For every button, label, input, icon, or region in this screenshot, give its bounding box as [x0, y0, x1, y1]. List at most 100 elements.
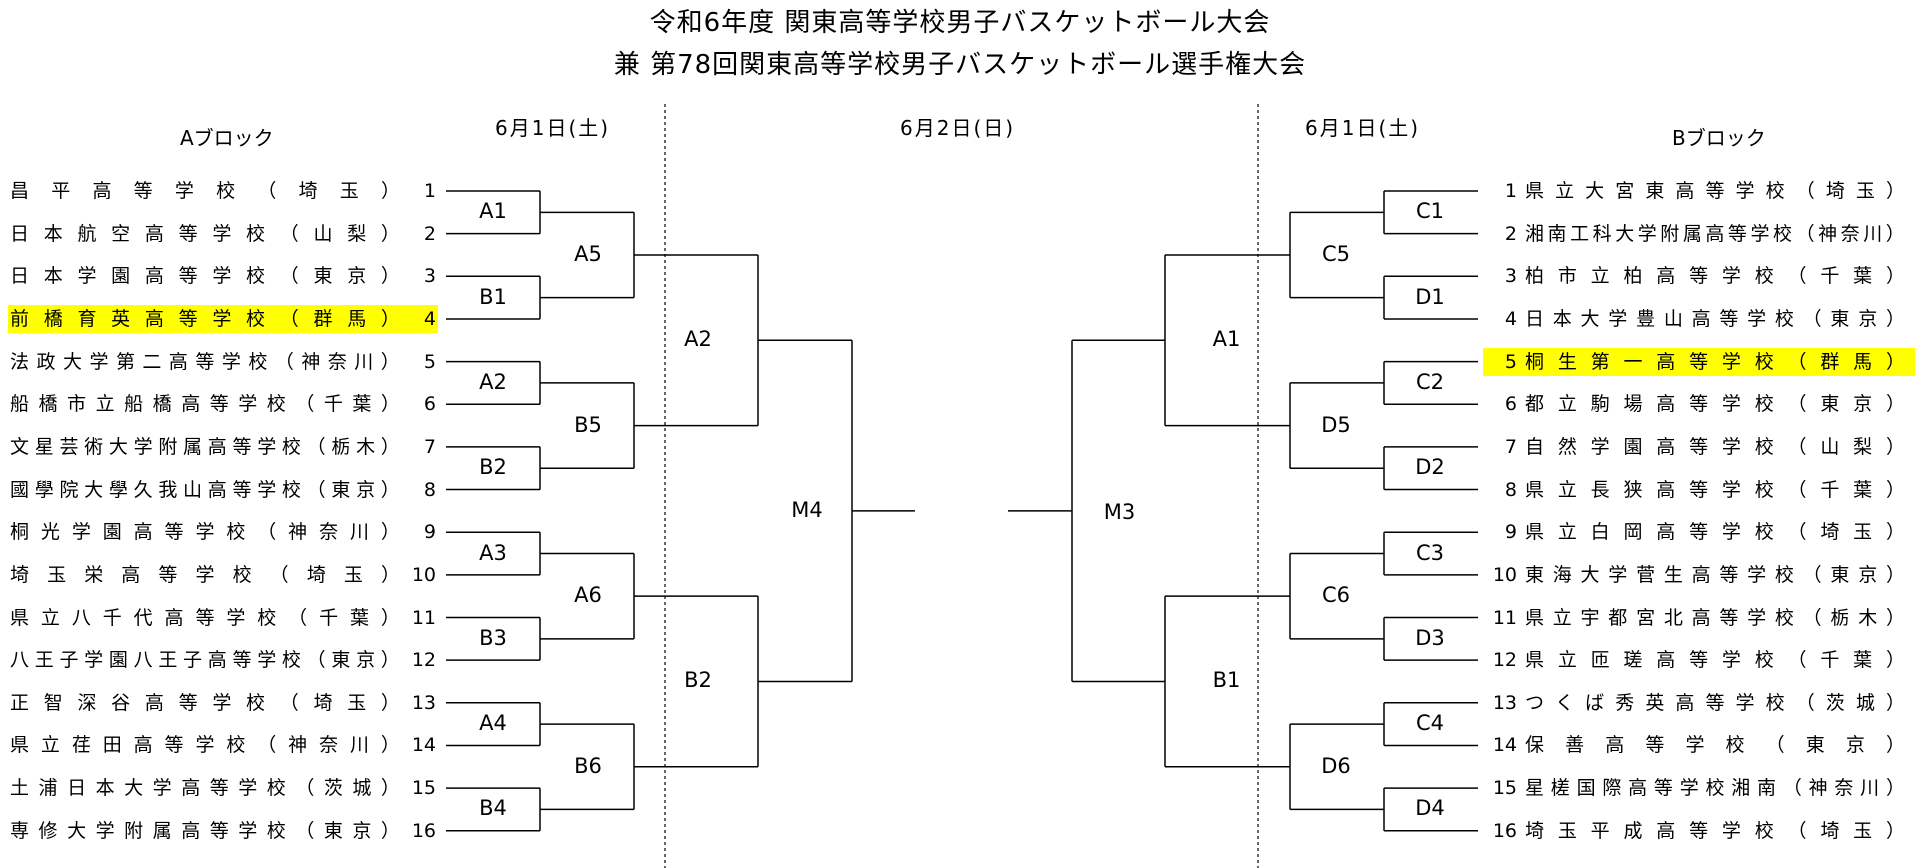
left-r1-code: A4	[479, 711, 507, 736]
right-r1-code: D4	[1415, 796, 1445, 821]
team-name: 法政大学第二高等学校（神奈川）	[10, 350, 400, 373]
block-b-team-row: 8 県立長狭高等学校（千葉）	[1483, 476, 1915, 504]
right-r2-code: D6	[1321, 753, 1351, 778]
team-seed-number: 8	[423, 478, 436, 501]
team-name: 昌平高等学校（埼玉）	[10, 180, 400, 202]
right-r3-code: B1	[1212, 668, 1241, 693]
title-line-1: 令和6年度 関東高等学校男子バスケットボール大会	[649, 8, 1271, 38]
block-b-team-row: 5 桐生第一高等学校（群馬）	[1483, 347, 1915, 376]
left-r1-code: B4	[479, 796, 507, 821]
right-r2-code: C5	[1321, 241, 1351, 266]
team-seed-number: 1	[423, 180, 436, 202]
right-r1-code: C2	[1415, 369, 1445, 394]
team-seed-number: 6	[1504, 393, 1517, 416]
block-b-label: Bブロック	[1672, 126, 1766, 150]
left-r3-code: A2	[684, 327, 712, 352]
team-seed-number: 2	[1504, 222, 1517, 245]
block-a-team-row: 前橋育英高等学校（群馬） 4	[8, 304, 438, 333]
block-a-team-row: 昌平高等学校（埼玉） 1	[8, 177, 438, 205]
date-center: 6月2日(日)	[900, 116, 1016, 140]
right-r1-code: D1	[1415, 284, 1445, 309]
team-seed-number: 14	[1492, 734, 1517, 757]
team-seed-number: 9	[1504, 521, 1517, 544]
left-r2-code: B6	[574, 753, 602, 778]
team-seed-number: 12	[411, 649, 436, 672]
team-seed-number: 7	[423, 435, 436, 458]
date-left: 6月1日(土)	[495, 116, 611, 140]
block-a-team-row: 土浦日本大学高等学校（茨城） 15	[8, 774, 438, 802]
team-seed-number: 5	[423, 350, 436, 373]
team-seed-number: 16	[1492, 819, 1517, 842]
team-seed-number: 10	[1492, 563, 1517, 586]
left-r1-code: A2	[479, 369, 507, 394]
team-seed-number: 12	[1492, 649, 1517, 672]
block-a-team-row: 文星芸術大学附属高等学校（栃木）7	[8, 433, 438, 461]
team-seed-number: 8	[1504, 478, 1517, 501]
team-seed-number: 11	[1492, 606, 1517, 629]
team-name: 県立白岡高等学校（埼玉）	[1525, 521, 1905, 544]
team-name: 県立宇都宮北高等学校（栃木）	[1525, 606, 1905, 629]
team-seed-number: 5	[1504, 350, 1517, 373]
left-r1-code: B3	[479, 625, 507, 650]
right-r2-code: C6	[1321, 583, 1351, 608]
team-seed-number: 16	[411, 819, 436, 842]
right-r3-code: A1	[1212, 327, 1241, 352]
block-a-team-row: 専修大学附属高等学校（東京） 16	[8, 817, 438, 845]
title-line-2: 兼 第78回関東高等学校男子バスケットボール選手権大会	[613, 50, 1307, 80]
team-seed-number: 11	[411, 606, 436, 629]
block-a-team-row: 県立荏田高等学校（神奈川）14	[8, 731, 438, 759]
left-r1-code: A3	[479, 540, 507, 565]
team-name: 國學院大學久我山高等学校（東京）	[10, 478, 400, 501]
team-name: 土浦日本大学高等学校（茨城）	[10, 777, 400, 800]
team-seed-number: 6	[423, 393, 436, 416]
block-b-team-row: 9 県立白岡高等学校（埼玉）	[1483, 518, 1915, 546]
team-name: 桐光学園高等学校（神奈川）	[10, 521, 400, 544]
team-name: 正智深谷高等学校（埼玉）	[10, 691, 400, 714]
team-name: 専修大学附属高等学校（東京）	[10, 819, 400, 842]
left-r1-code: B2	[479, 455, 507, 480]
left-r1-code: B1	[479, 284, 507, 309]
team-seed-number: 10	[411, 563, 436, 586]
right-r1-code: C3	[1415, 540, 1445, 565]
block-a-team-row: 法政大学第二高等学校（神奈川） 5	[8, 348, 438, 376]
team-name: 八王子学園八王子高等学校（東京）	[10, 649, 400, 672]
team-name: 自然学園高等学校（山梨）	[1525, 435, 1905, 458]
team-seed-number: 4	[1504, 307, 1517, 330]
team-name: 県立長狭高等学校（千葉）	[1525, 478, 1905, 501]
team-name: 星槎国際高等学校湘南（神奈川）	[1525, 777, 1905, 800]
block-a-label: Aブロック	[180, 126, 274, 150]
block-a-team-row: 八王子学園八王子高等学校（東京） 12	[8, 646, 438, 674]
team-name: 日本大学豊山高等学校（東京）	[1525, 307, 1905, 330]
date-right: 6月1日(土)	[1305, 116, 1421, 140]
team-name: 県立八千代高等学校（千葉）	[10, 606, 400, 629]
team-name: 柏市立柏高等学校（千葉）	[1525, 265, 1905, 288]
block-a-team-row: 日本航空高等学校（山梨）2	[8, 220, 438, 248]
left-r3-code: B2	[684, 668, 712, 693]
block-b-team-row: 6 都立駒場高等学校（東京）	[1483, 390, 1915, 418]
block-a-team-row: 県立八千代高等学校（千葉） 11	[8, 604, 438, 632]
left-r2-code: B5	[574, 412, 602, 437]
team-seed-number: 15	[411, 777, 436, 800]
team-name: 日本航空高等学校（山梨）	[10, 222, 400, 245]
right-r1-code: C4	[1415, 711, 1445, 736]
team-name: 前橋育英高等学校（群馬）	[10, 307, 400, 330]
team-seed-number: 4	[423, 307, 436, 330]
left-r2-code: A5	[574, 241, 602, 266]
right-r1-code: D2	[1415, 455, 1445, 480]
block-a-team-row: 船橋市立船橋高等学校（千葉）6	[8, 390, 438, 418]
team-name: 都立駒場高等学校（東京）	[1525, 393, 1905, 416]
left-r2-code: A6	[574, 583, 602, 608]
team-name: 県立大宮東高等学校（埼玉）	[1525, 180, 1905, 202]
block-b-team-row: 14 保善高等学校（東京）	[1483, 731, 1915, 759]
left-r1-code: A1	[479, 199, 507, 224]
team-name: 保善高等学校（東京）	[1525, 734, 1905, 757]
team-name: 桐生第一高等学校（群馬）	[1525, 350, 1905, 373]
team-seed-number: 9	[423, 521, 436, 544]
